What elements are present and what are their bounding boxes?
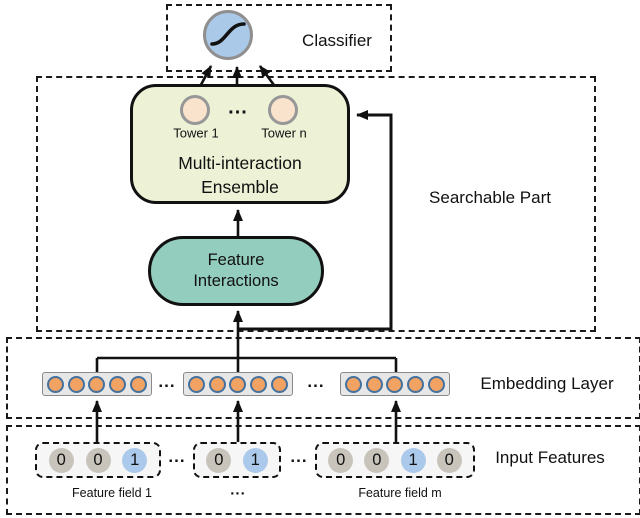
- embedding-unit: [344, 375, 362, 393]
- feature-bit: 0: [48, 447, 74, 473]
- ensemble-title: Multi-interaction Ensemble: [178, 153, 302, 197]
- input-features-label: Input Features: [495, 448, 605, 467]
- feature-field-1-label: Feature field 1: [72, 486, 152, 500]
- embedding-unit: [271, 375, 289, 393]
- feature-field-mid-box: 0 1: [193, 442, 281, 478]
- embedding-unit: [88, 375, 106, 393]
- embedding-unit: [386, 375, 404, 393]
- field-ellipsis-left: ...: [168, 447, 186, 466]
- embedding-unit: [428, 375, 446, 393]
- multi-interaction-ensemble-box: [130, 84, 350, 204]
- embedding-vector-2: [183, 372, 293, 396]
- embedding-unit: [229, 375, 247, 393]
- feature-bit: 0: [364, 447, 390, 473]
- embedding-unit: [407, 375, 425, 393]
- feature-bit: 1: [400, 447, 426, 473]
- embedding-ellipsis-right: ...: [307, 372, 325, 391]
- sigmoid-icon: [210, 22, 246, 46]
- tower-n-node: [268, 95, 298, 125]
- embedding-unit: [67, 375, 85, 393]
- classifier-node: [203, 10, 253, 60]
- feature-bit: 0: [85, 447, 111, 473]
- embedding-vector-1: [42, 372, 152, 396]
- feature-field-m-box: 0 0 1 0: [315, 442, 475, 478]
- embedding-unit: [208, 375, 226, 393]
- embedding-unit: [250, 375, 268, 393]
- embedding-unit: [46, 375, 64, 393]
- input-to-embedding-arrows: [92, 400, 401, 443]
- tower-1-node: [180, 95, 210, 125]
- classifier-group-box: [166, 4, 392, 72]
- embedding-vector-3: [340, 372, 450, 396]
- field-ellipsis-right: ...: [290, 447, 308, 466]
- feature-field-m-label: Feature field m: [358, 486, 442, 500]
- feature-bit: 0: [206, 447, 232, 473]
- embedding-layer-label: Embedding Layer: [480, 374, 614, 393]
- classifier-label: Classifier: [302, 31, 372, 50]
- feature-field-mid-label: ...: [230, 481, 246, 499]
- embedding-connector-lines: [95, 356, 398, 374]
- embedding-unit: [365, 375, 383, 393]
- feature-interactions-node: Feature Interactions: [148, 236, 324, 306]
- embedding-ellipsis-left: ...: [158, 372, 176, 391]
- feature-bit: 1: [242, 447, 268, 473]
- feature-bit: 0: [328, 447, 354, 473]
- searchable-part-label: Searchable Part: [429, 188, 551, 207]
- tower-n-label: Tower n: [261, 125, 307, 141]
- embedding-unit: [187, 375, 205, 393]
- feature-bit: 1: [122, 447, 148, 473]
- skip-connection-arrow: [238, 110, 393, 331]
- searchable-part-box: [36, 76, 596, 332]
- embedding-unit: [130, 375, 148, 393]
- tower-ellipsis: ...: [228, 96, 248, 119]
- feature-field-1-box: 0 0 1: [35, 442, 161, 478]
- tower-1-label: Tower 1: [173, 125, 219, 141]
- feature-bit: 0: [436, 447, 462, 473]
- embedding-unit: [109, 375, 127, 393]
